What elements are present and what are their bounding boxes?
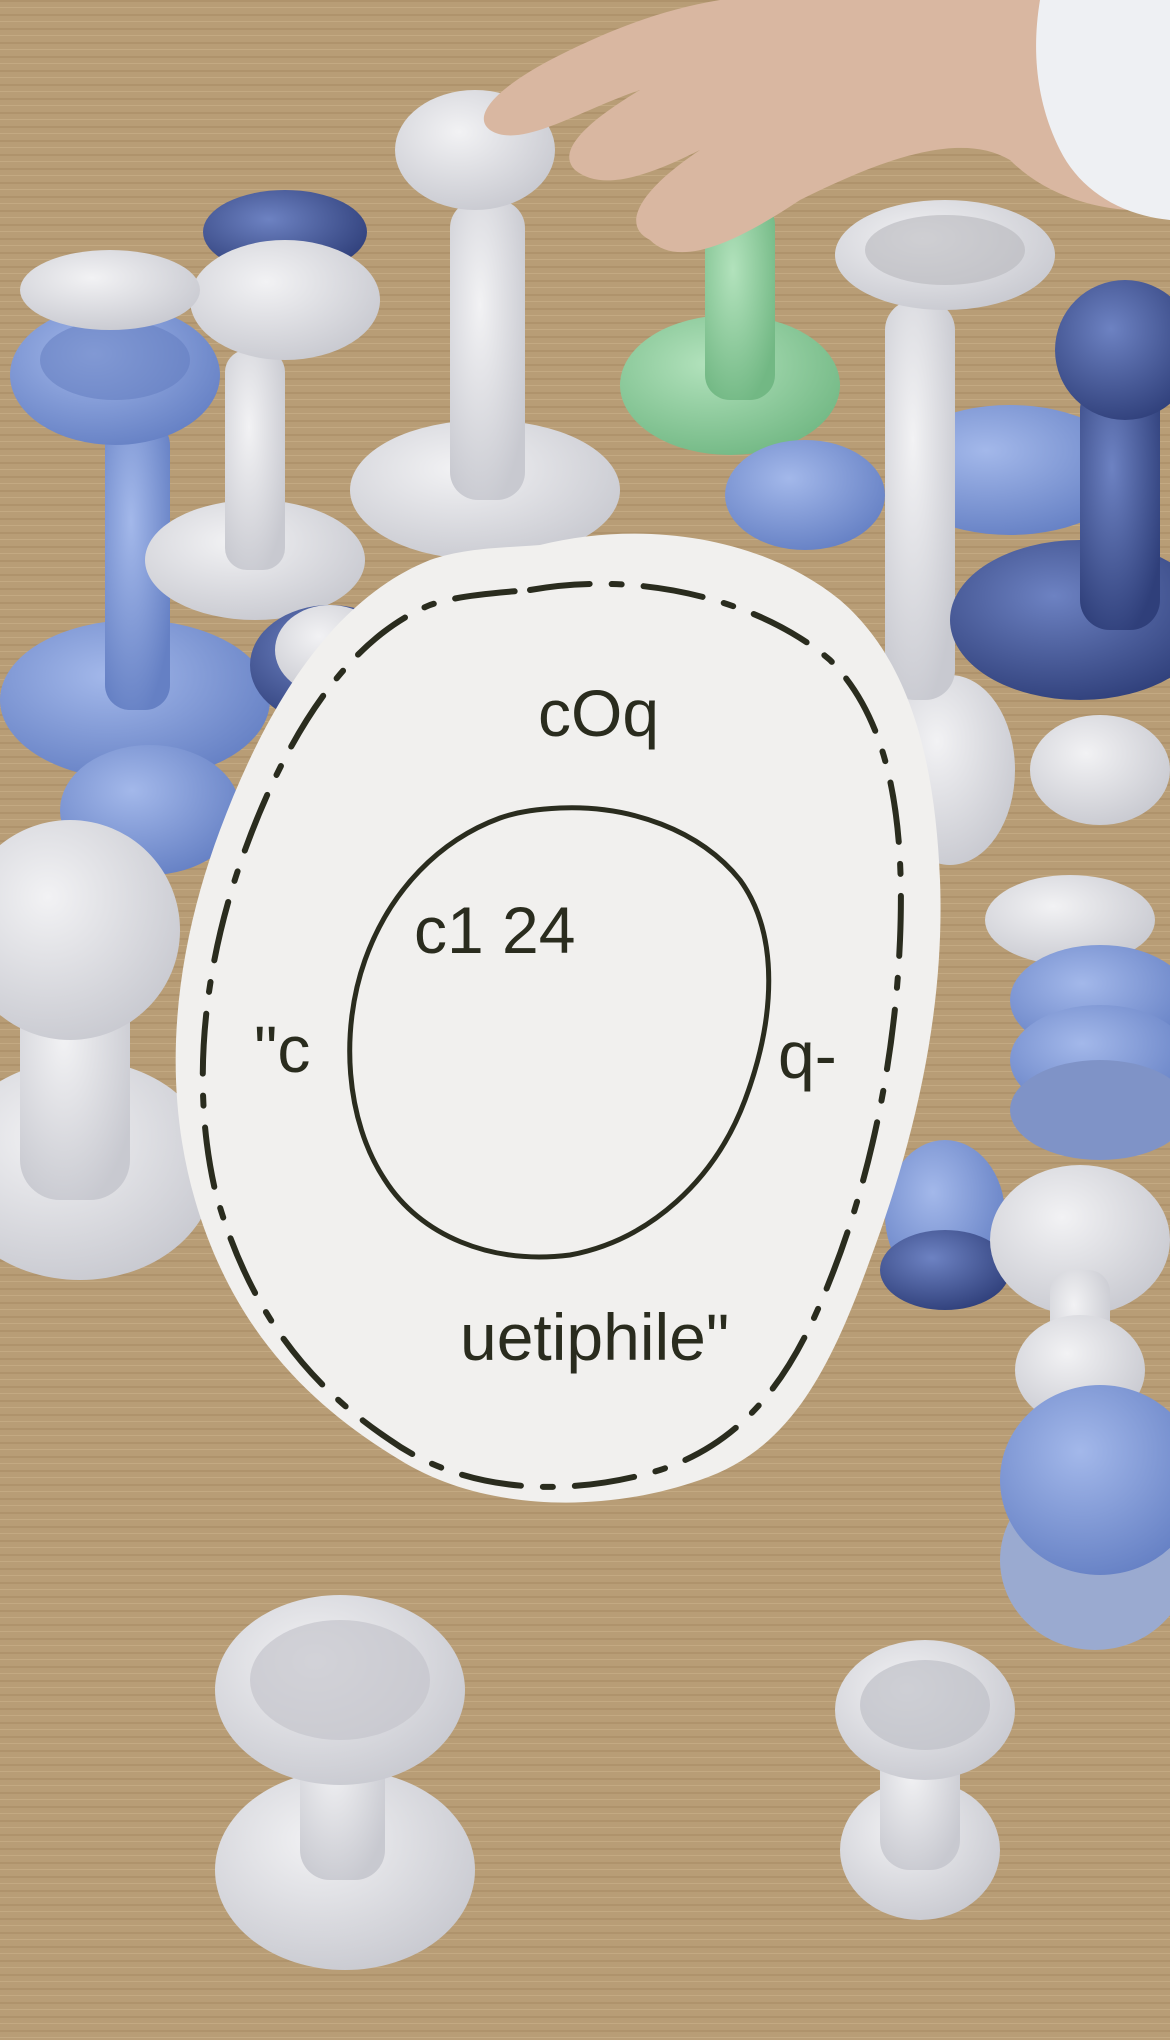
sticker-bottom-text: uetiphile" xyxy=(460,1300,730,1374)
sticker-left-text: "c xyxy=(254,1012,311,1086)
sticker-top-text: cOq xyxy=(538,676,660,750)
hand xyxy=(483,0,1170,253)
sticker-right-text: q- xyxy=(778,1018,837,1092)
sticker-inner-text: c1 24 xyxy=(414,893,576,967)
sticker-shape xyxy=(175,533,941,1503)
ceramic-cups xyxy=(0,90,1170,1970)
